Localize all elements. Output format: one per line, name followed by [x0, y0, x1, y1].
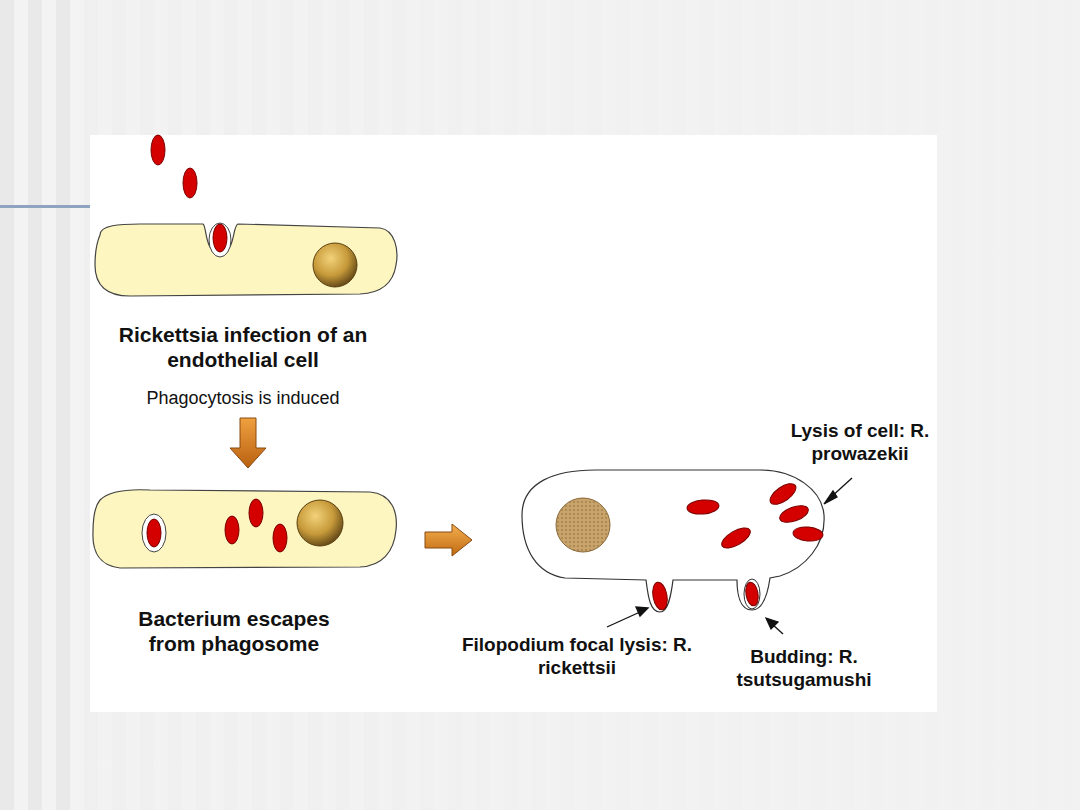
nucleus: [297, 500, 343, 546]
bacterium: [651, 581, 670, 611]
bacterium: [183, 168, 197, 198]
endothelial-cell: [95, 224, 397, 296]
slide-rule: [0, 205, 90, 208]
step-arrow: [230, 418, 266, 468]
bacterium: [686, 499, 719, 516]
bacterium: [151, 135, 165, 165]
mechanism-label: Lysis of cell: R. prowazekii: [780, 420, 940, 466]
step-arrow: [425, 524, 472, 556]
phagosome: [142, 514, 166, 552]
bacterium: [792, 526, 823, 543]
nucleus: [313, 243, 357, 287]
degraded-nucleus: [556, 498, 610, 552]
mechanism-label: Budding: R. tsutsugamushi: [709, 646, 899, 692]
bacterium: [249, 499, 263, 527]
bacterium: [147, 519, 161, 547]
budding-membrane: [744, 579, 760, 609]
leader-head: [824, 491, 837, 504]
mechanism-label: Filopodium focal lysis: R. rickettsii: [457, 634, 697, 680]
leader-head: [766, 618, 778, 629]
bacterium: [213, 224, 227, 252]
leader-line: [607, 612, 640, 627]
bacterium: [273, 524, 287, 552]
bacterium: [778, 502, 811, 525]
bacterium: [719, 524, 754, 552]
bacterium: [225, 516, 239, 544]
bacterium: [767, 480, 800, 509]
cell-caption: Bacterium escapes from phagosome: [129, 606, 339, 656]
endothelial-cell: [93, 490, 396, 568]
step-note: Phagocytosis is induced: [113, 388, 373, 410]
leader-head: [636, 607, 648, 616]
phagocytic-pocket: [209, 223, 231, 257]
cell-caption: Rickettsia infection of an endothelial c…: [118, 322, 368, 372]
bacterium: [744, 581, 760, 607]
lysed-endothelial-cell: [522, 470, 824, 612]
